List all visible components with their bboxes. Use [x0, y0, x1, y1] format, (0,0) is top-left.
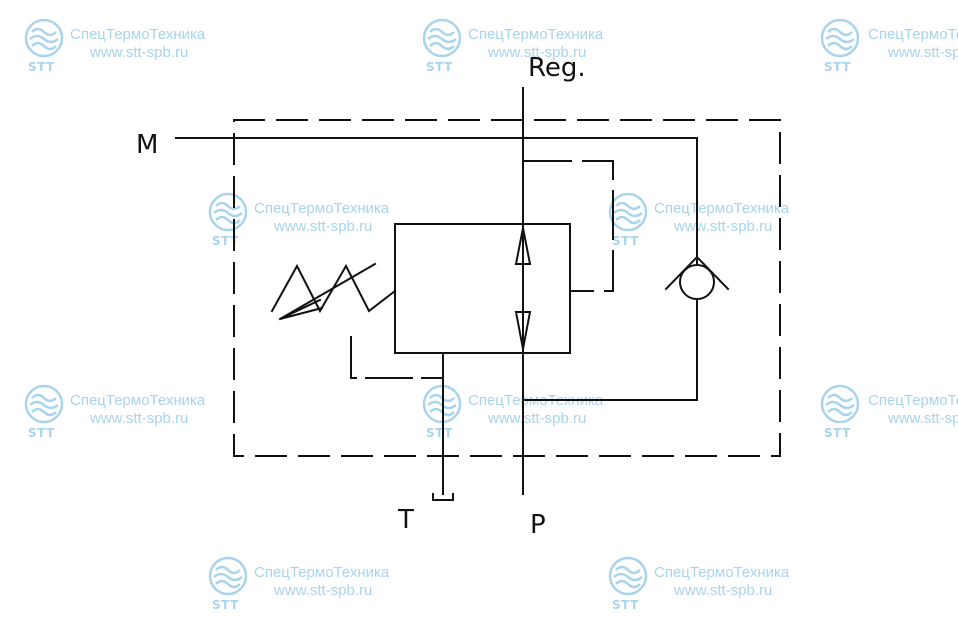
stt-logo-icon — [608, 556, 648, 596]
watermark-name: СпецТермоТехника — [654, 564, 790, 581]
stt-logo-icon — [208, 556, 248, 596]
drain-line — [350, 336, 444, 379]
port-p-label: P — [530, 510, 546, 540]
check-valve-seat — [664, 255, 730, 291]
watermark-name: СпецТермоТехника — [70, 26, 206, 43]
watermark-url: www.stt-spb.ru — [90, 410, 189, 427]
watermark-url: www.stt-spb.ru — [274, 582, 373, 599]
watermark: STT СпецТермоТехника www.stt-spb.ru — [606, 556, 806, 616]
watermark-name: СпецТермоТехника — [654, 200, 790, 217]
adjust-arrow-line — [278, 262, 377, 321]
port-reg-label: Reg. — [528, 53, 586, 83]
watermark: STT СпецТермоТехника www.stt-spb.ru — [818, 384, 958, 444]
stt-logo-icon — [608, 192, 648, 232]
check-to-p-line — [522, 298, 698, 401]
watermark-url: www.stt-spb.ru — [90, 44, 189, 61]
tank-symbol — [432, 493, 454, 501]
watermark-name: СпецТермоТехника — [254, 564, 390, 581]
watermark: STT СпецТермоТехника www.stt-spb.ru — [22, 18, 222, 78]
watermark-url: www.stt-spb.ru — [274, 218, 373, 235]
watermark: STT СпецТермоТехника www.stt-spb.ru — [420, 384, 620, 444]
stt-logo-icon — [24, 384, 64, 424]
arrow-up-icon — [514, 227, 532, 265]
watermark: STT СпецТермоТехника www.stt-spb.ru — [206, 192, 406, 252]
watermark-abbr: STT — [212, 234, 239, 248]
watermark-url: www.stt-spb.ru — [488, 44, 587, 61]
stt-logo-icon — [422, 18, 462, 58]
valve-envelope — [233, 119, 781, 457]
watermark-abbr: STT — [28, 426, 55, 440]
watermark-url: www.stt-spb.ru — [888, 410, 958, 427]
stt-logo-icon — [820, 18, 860, 58]
watermark: STT СпецТермоТехника www.stt-spb.ru — [206, 556, 406, 616]
port-m-label: M — [136, 130, 158, 160]
watermark-abbr: STT — [212, 598, 239, 612]
arrow-down-icon — [514, 311, 532, 350]
watermark-url: www.stt-spb.ru — [488, 410, 587, 427]
watermark-name: СпецТермоТехника — [868, 26, 958, 43]
watermark-abbr: STT — [426, 60, 453, 74]
watermark: STT СпецТермоТехника www.stt-spb.ru — [818, 18, 958, 78]
watermark-url: www.stt-spb.ru — [674, 218, 773, 235]
watermark-name: СпецТермоТехника — [868, 392, 958, 409]
stt-logo-icon — [24, 18, 64, 58]
stt-logo-icon — [208, 192, 248, 232]
watermark-abbr: STT — [426, 426, 453, 440]
watermark: STT СпецТермоТехника www.stt-spb.ru — [606, 192, 806, 252]
watermark-abbr: STT — [28, 60, 55, 74]
watermark-url: www.stt-spb.ru — [888, 44, 958, 61]
watermark-name: СпецТермоТехника — [254, 200, 390, 217]
valve-body — [394, 223, 571, 354]
watermark-abbr: STT — [824, 60, 851, 74]
stt-logo-icon — [820, 384, 860, 424]
watermark-abbr: STT — [612, 598, 639, 612]
watermark-name: СпецТермоТехника — [70, 392, 206, 409]
port-t-label: T — [397, 505, 414, 535]
adjust-arrow-head — [279, 298, 324, 320]
watermark: STT СпецТермоТехника www.stt-spb.ru — [22, 384, 222, 444]
watermark-abbr: STT — [824, 426, 851, 440]
watermark: STT СпецТермоТехника www.stt-spb.ru — [420, 18, 620, 78]
pilot-line — [522, 160, 614, 292]
watermark-abbr: STT — [612, 234, 639, 248]
watermark-url: www.stt-spb.ru — [674, 582, 773, 599]
watermark-name: СпецТермоТехника — [468, 26, 604, 43]
m-line — [175, 137, 698, 266]
